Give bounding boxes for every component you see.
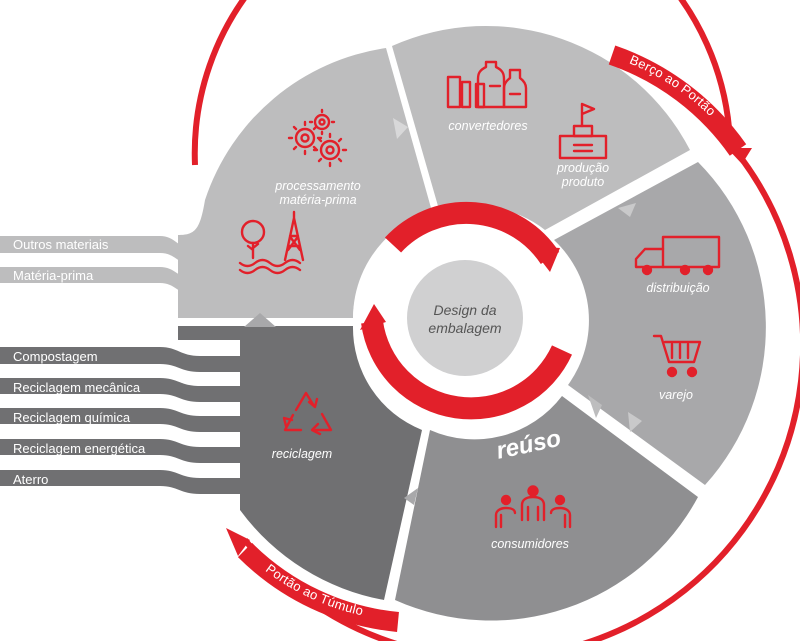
transport-arc-arrow — [530, 246, 560, 272]
flow-arrow — [393, 118, 408, 139]
production-label-2: produto — [561, 175, 604, 189]
outer-ring-top — [191, 0, 733, 166]
raw-processing-label-1: processamento — [274, 179, 361, 193]
output-label-2: Reciclagem química — [13, 410, 131, 425]
recycling-label: reciclagem — [272, 447, 332, 461]
center-circle — [407, 260, 523, 376]
segment-raw-processing — [178, 48, 433, 318]
flow-arrow — [628, 412, 642, 432]
transport-arc — [384, 201, 560, 265]
input-label-0: Outros materiais — [13, 237, 109, 252]
converters-label: convertedores — [448, 119, 527, 133]
production-label-1: produção — [556, 161, 609, 175]
output-label-0: Compostagem — [13, 349, 98, 364]
ring-band-bottom-arrow — [226, 528, 250, 556]
reuse-arc-arrow — [360, 304, 386, 330]
consumers-label: consumidores — [491, 537, 569, 551]
transport-label: transporte — [420, 237, 477, 257]
truck-icon — [634, 235, 721, 276]
flow-arrow — [588, 395, 602, 418]
retail-label: varejo — [659, 388, 693, 402]
shopping-cart-icon — [652, 334, 702, 378]
ring-band-top-arrow — [727, 148, 752, 164]
bottles-icon — [446, 60, 528, 109]
segment-distribution-retail — [554, 162, 766, 485]
ring-band-bottom — [237, 542, 400, 632]
center-label-line2: embalagem — [428, 320, 501, 336]
output-bands: Compostagem Reciclagem mecânica Reciclag… — [0, 347, 240, 494]
flow-arrow — [244, 313, 276, 327]
output-label-3: Reciclagem energética — [13, 441, 146, 456]
ring-band-top — [608, 45, 747, 156]
tree-oil-rig-icon — [238, 210, 305, 275]
factory-flag-icon — [558, 102, 608, 160]
raw-processing-label-2: matéria-prima — [279, 193, 356, 207]
input-label-1: Matéria-prima — [13, 268, 94, 283]
outer-ring-bottom — [242, 148, 800, 641]
recycle-icon — [282, 391, 333, 436]
output-label-1: Reciclagem mecânica — [13, 380, 141, 395]
input-bands: Outros materiais Matéria-prima — [0, 236, 200, 294]
flow-arrow — [404, 488, 418, 505]
flow-arrow — [618, 203, 636, 217]
gears-icon — [287, 108, 348, 168]
output-label-4: Aterro — [13, 472, 48, 487]
reuse-arc — [361, 320, 572, 420]
segment-converters — [392, 25, 690, 230]
center-label-line1: Design da — [433, 302, 496, 318]
segment-recycling — [178, 326, 422, 600]
input-band-materia — [0, 267, 200, 294]
segment-consumers — [395, 396, 698, 621]
people-icon — [494, 485, 572, 529]
input-band-outros — [0, 236, 200, 264]
distribution-label: distribuição — [646, 281, 709, 295]
